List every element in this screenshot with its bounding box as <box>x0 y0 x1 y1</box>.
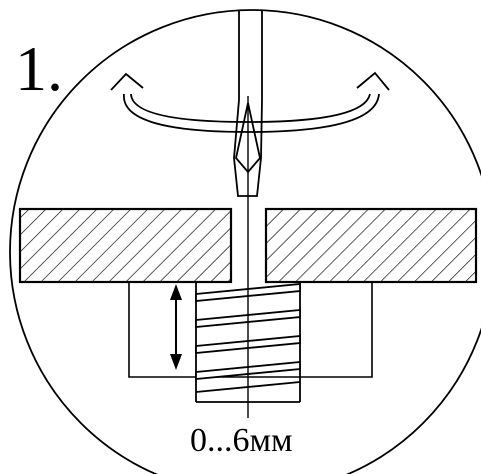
rotation-arrow <box>110 71 390 133</box>
adjustment-range-label: 0...6мм <box>190 422 293 459</box>
mounting-plate-left <box>18 207 233 284</box>
detail-circle <box>9 9 481 474</box>
mounting-plate-right <box>264 207 478 284</box>
lower-housing <box>128 282 373 378</box>
step-number: 1. <box>15 33 63 104</box>
adjustment-range-arrow <box>170 284 182 370</box>
